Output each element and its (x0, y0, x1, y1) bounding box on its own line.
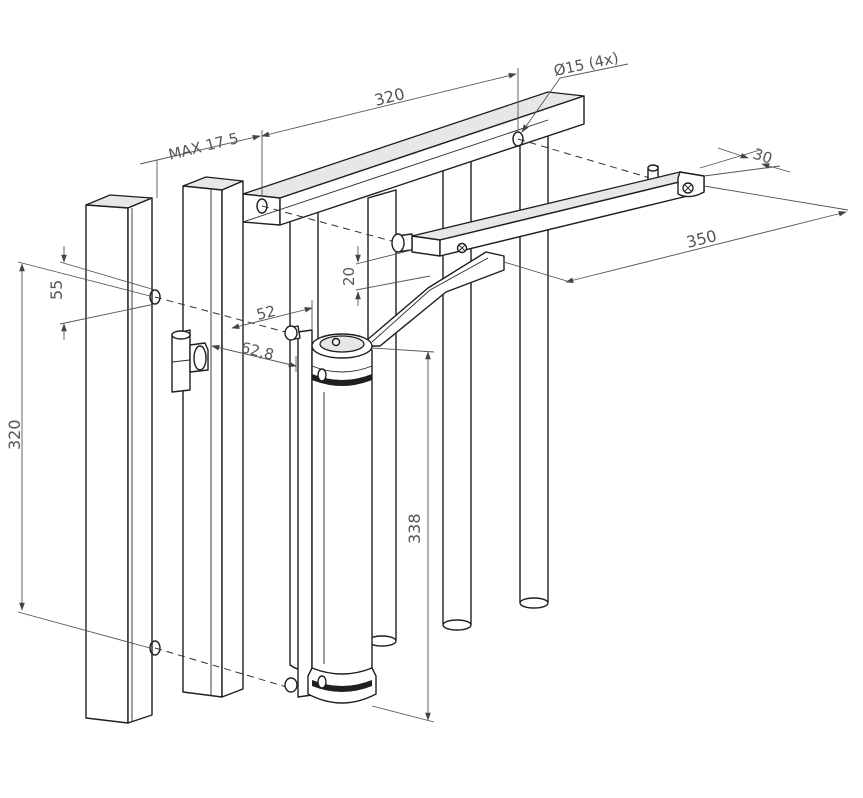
dim-body-offset-b: 62,8 (239, 338, 276, 364)
dim-hole-spacing-small: 55 (47, 280, 66, 300)
rail-hole-right (512, 131, 524, 147)
dim-arm-width: 30 (751, 145, 775, 168)
dim-max-offset: MAX 17 5 (167, 129, 241, 164)
dim-hole-diameter: Ø15 (4x) (552, 49, 620, 80)
projection-lines (154, 138, 651, 689)
fence-post (85, 194, 161, 724)
dim-body-length: 338 (405, 513, 424, 544)
rail-hole-left (256, 198, 268, 214)
dim-post-hole-spacing: 320 (5, 419, 24, 450)
dim-body-offset-a: 52 (255, 302, 278, 324)
closer-body (284, 325, 377, 704)
hinge (171, 329, 209, 393)
dimension-lines (17, 63, 849, 723)
dim-arm-reach: 350 (684, 226, 718, 252)
dim-arm-height: 20 (340, 267, 358, 286)
dim-top-bar-length: 320 (372, 84, 406, 110)
gate-upright (182, 176, 244, 698)
